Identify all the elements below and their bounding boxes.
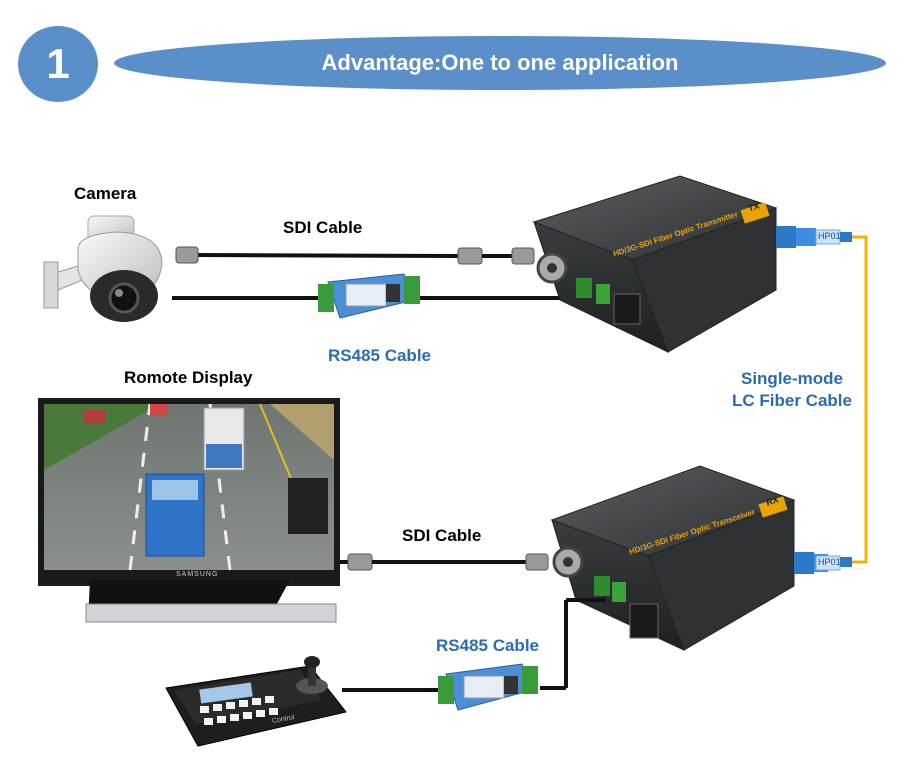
lc-connector-bottom-label: HP01 <box>818 557 841 567</box>
fiber-cable <box>852 235 868 564</box>
rs485-cable-top-label: RS485 Cable <box>328 346 431 365</box>
fiber-label-line2: LC Fiber Cable <box>732 391 852 410</box>
step-number-badge: 1 <box>18 26 98 102</box>
lc-connector-bottom <box>794 552 852 574</box>
sdi-cable-bottom-label: SDI Cable <box>402 526 482 545</box>
monitor-brand: SAMSUNG <box>176 571 219 578</box>
sdi-cable-bottom <box>340 553 549 571</box>
sdi-cable-top-label: SDI Cable <box>283 218 363 237</box>
remote-display-label: Romote Display <box>124 368 253 387</box>
lc-connector-top <box>776 226 852 248</box>
fiber-label-line1: Single-mode <box>740 369 843 388</box>
rs485-cable-top <box>172 273 602 319</box>
rx-receiver-box <box>550 465 796 651</box>
camera-label: Camera <box>74 184 137 203</box>
fiber-cable-label: Single-mode LC Fiber Cable <box>730 368 854 412</box>
rs485-cable-bottom-label: RS485 Cable <box>436 636 539 655</box>
ptz-camera <box>43 215 163 322</box>
tx-transmitter-box <box>532 175 778 354</box>
rs485-cable-bottom <box>342 598 606 711</box>
remote-display-monitor <box>38 398 340 623</box>
ptz-control-keyboard <box>165 656 347 747</box>
sdi-cable-top <box>175 246 535 265</box>
page-title: Advantage:One to one application <box>114 36 886 90</box>
lc-connector-top-label: HP01 <box>818 231 841 241</box>
